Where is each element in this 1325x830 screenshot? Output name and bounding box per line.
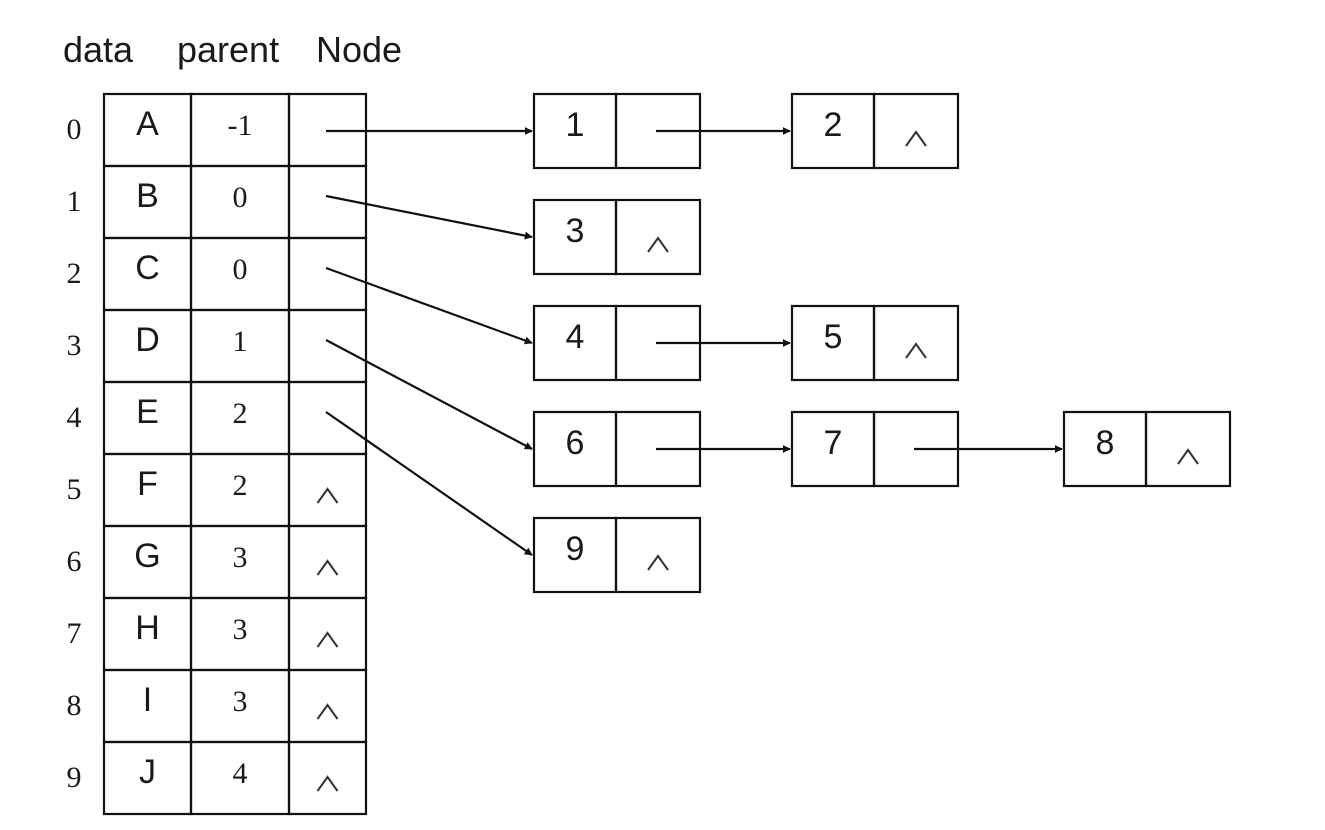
null-pointer-icon [647,236,669,253]
child-index-value: 4 [566,318,585,356]
child-index-value: 6 [566,424,585,462]
child-index-value: 5 [824,318,843,356]
next-pointer-cell [872,92,960,170]
parent-value: -1 [228,109,253,142]
child-index-value: 1 [566,106,585,144]
parent-value: 3 [233,613,248,646]
parent-value: 0 [233,253,248,286]
row-index: 8 [67,689,82,722]
parent-value: 2 [233,469,248,502]
table-row: 9 J 4 [67,740,368,816]
data-value: A [136,105,159,143]
child-node: 4 [532,304,791,382]
row-index: 9 [67,761,82,794]
parent-value: 4 [233,757,248,790]
pointer-arrow [325,411,533,556]
table-row: 2 C 0 [67,236,368,312]
table-row: 5 F 2 [67,452,368,528]
child-node: 9 [532,516,702,594]
child-node: 5 [790,304,960,382]
null-pointer-icon [1177,448,1199,465]
data-value: G [134,537,160,575]
data-value: J [139,753,156,791]
child-node: 2 [790,92,960,170]
table-row: 4 E 2 [67,380,368,456]
next-pointer-cell [1144,410,1232,488]
row-index: 0 [67,113,82,146]
table-row: 6 G 3 [67,524,368,600]
parent-value: 0 [233,181,248,214]
data-value: B [136,177,159,215]
next-pointer-cell [614,516,702,594]
parent-value: 1 [233,325,248,358]
null-pointer-icon [316,703,339,720]
table-row: 7 H 3 [67,596,368,672]
data-value: F [137,465,158,503]
row-index: 6 [67,545,82,578]
child-lists: 1 2 3 4 5 6 7 8 9 [325,92,1232,594]
node-cell [287,740,368,816]
data-value: C [135,249,160,287]
child-node: 1 [532,92,791,170]
null-pointer-icon [316,559,339,576]
parent-value: 2 [233,397,248,430]
pointer-arrow [325,194,533,240]
row-index: 1 [67,185,82,218]
data-value: D [135,321,160,359]
row-index: 5 [67,473,82,506]
null-pointer-icon [316,487,339,504]
parent-value: 3 [233,685,248,718]
null-pointer-icon [905,130,927,147]
child-node: 3 [532,198,702,276]
header-data: data [63,29,134,70]
next-pointer-cell [872,304,960,382]
pointer-arrow [325,339,533,450]
row-index: 7 [67,617,82,650]
node-cell [287,236,368,312]
null-pointer-icon [647,554,669,571]
child-node: 8 [1062,410,1232,488]
child-index-value: 8 [1096,424,1115,462]
child-node: 7 [790,410,1063,488]
table-row: 8 I 3 [67,668,368,744]
parent-value: 3 [233,541,248,574]
parent-table: 0 A -1 1 B 0 2 C 0 3 D 1 4 E 2 5 F 2 6 G 3 7 H 3 8 I 3 9 J 4 [67,92,368,816]
table-row: 1 B 0 [67,164,368,240]
next-pointer-cell [614,198,702,276]
null-pointer-icon [316,631,339,648]
null-pointer-icon [316,775,339,792]
node-cell [287,308,368,384]
child-index-value: 7 [824,424,843,462]
data-value: E [136,393,159,431]
header-parent: parent [177,29,279,70]
child-index-value: 2 [824,106,843,144]
row-index: 2 [67,257,82,290]
child-index-value: 9 [566,530,585,568]
pointer-arrow [325,266,533,345]
header-node: Node [316,29,402,70]
table-row: 0 A -1 [67,92,368,168]
row-index: 3 [67,329,82,362]
data-value: H [135,609,160,647]
row-index: 4 [67,401,82,434]
child-node: 6 [532,410,791,488]
data-value: I [143,681,152,719]
child-index-value: 3 [566,212,585,250]
node-cell [287,380,368,456]
table-row: 3 D 1 [67,308,368,384]
null-pointer-icon [905,342,927,359]
